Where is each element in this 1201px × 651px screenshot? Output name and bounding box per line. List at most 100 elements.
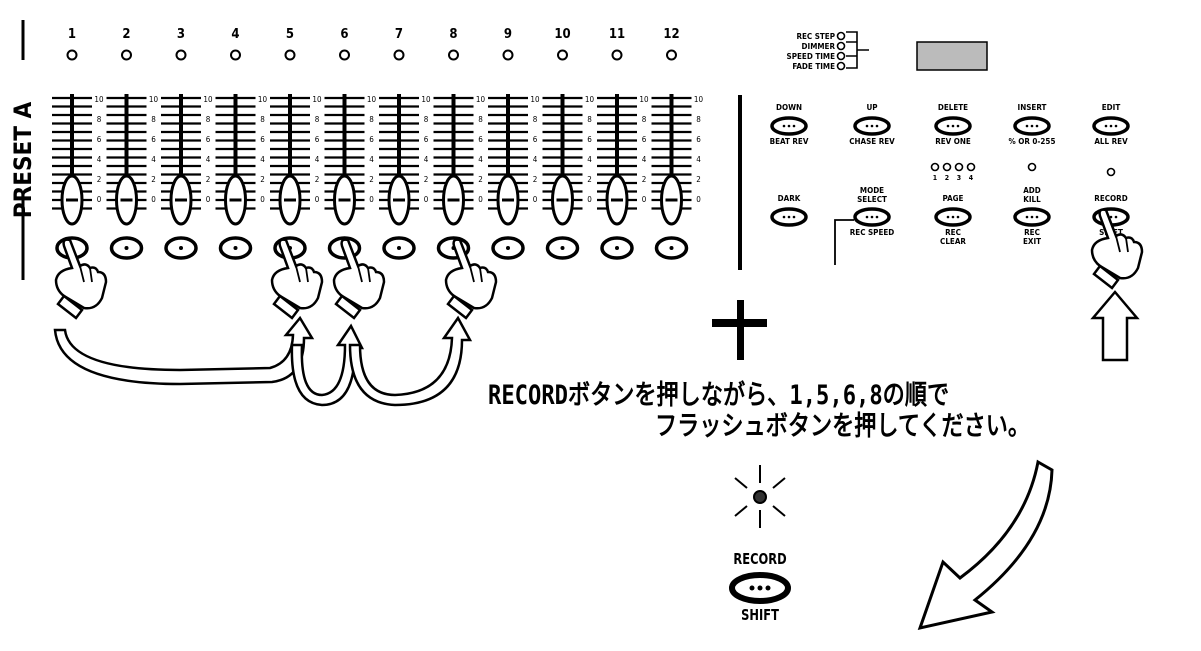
scale-label: 0 xyxy=(260,195,265,204)
scale-label: 10 xyxy=(94,95,104,104)
scale-label: 0 xyxy=(369,195,374,204)
scale-label: 0 xyxy=(97,195,102,204)
scale-label: 8 xyxy=(587,115,592,124)
scale-label: 6 xyxy=(206,135,211,144)
button-top-label: UP xyxy=(866,103,877,112)
fader-number: 11 xyxy=(609,27,625,42)
fader-number: 9 xyxy=(504,27,512,42)
scale-label: 10 xyxy=(149,95,159,104)
display-led-icon xyxy=(836,61,846,71)
scale-label: 2 xyxy=(206,175,211,184)
scale-label: 8 xyxy=(97,115,102,124)
sequence-arrows xyxy=(53,315,473,407)
button-top-label: DARK xyxy=(778,194,801,203)
page-led-number: 4 xyxy=(969,174,974,182)
scale-label: 6 xyxy=(260,135,265,144)
fader-number: 6 xyxy=(340,27,348,42)
scale-label: 2 xyxy=(369,175,374,184)
page-led-icon xyxy=(966,162,976,172)
fader-number: 12 xyxy=(663,27,679,42)
channel-led-icon xyxy=(121,49,132,61)
button-bottom-label: CLEAR xyxy=(940,237,966,246)
fader-number: 4 xyxy=(231,27,239,42)
panel-button-record[interactable]: RECORD SHIFT xyxy=(1092,194,1130,237)
led-glow-icon xyxy=(734,465,786,528)
preset-a-label-graphic: PRESET A xyxy=(9,20,37,280)
page-led-number: 1 xyxy=(933,174,937,182)
scale-label: 10 xyxy=(312,95,322,104)
scale-label: 8 xyxy=(424,115,429,124)
scale-label: 0 xyxy=(478,195,483,204)
result-record-button[interactable]: RECORD SHIFT xyxy=(712,550,808,650)
scale-label: 10 xyxy=(639,95,649,104)
scale-label: 0 xyxy=(642,195,647,204)
scale-label: 10 xyxy=(530,95,540,104)
fader-bank: 1108642021086420310864204108642051086420… xyxy=(52,27,704,260)
button-top-label: RECORD xyxy=(1094,194,1127,203)
panel-button-up[interactable]: UP CHASE REV xyxy=(849,103,895,146)
scale-label: 4 xyxy=(642,155,647,164)
button-bottom-label: REC xyxy=(945,228,961,237)
scale-label: 4 xyxy=(369,155,374,164)
channel-led-icon xyxy=(557,49,568,61)
display-led-label: FADE TIME xyxy=(792,62,835,71)
button-bottom-label: % OR 0-255 xyxy=(1009,137,1056,146)
scale-label: 0 xyxy=(315,195,320,204)
channel-led-icon xyxy=(230,49,241,61)
scale-label: 10 xyxy=(585,95,595,104)
scale-label: 2 xyxy=(424,175,429,184)
display-led-label: DIMMER xyxy=(802,42,836,51)
button-bottom-label: SHIFT xyxy=(1099,228,1123,237)
button-bottom-label: EXIT xyxy=(1023,237,1041,246)
curved-arrow-icon xyxy=(917,459,1054,631)
scale-label: 4 xyxy=(424,155,429,164)
channel-led-icon xyxy=(66,49,78,61)
scale-label: 4 xyxy=(97,155,102,164)
scale-label: 2 xyxy=(478,175,483,184)
panel-button-insert[interactable]: INSERT % OR 0-255 xyxy=(1009,103,1056,146)
scale-label: 2 xyxy=(151,175,156,184)
scale-label: 6 xyxy=(424,135,429,144)
result-button-oval xyxy=(729,572,791,604)
scale-label: 6 xyxy=(315,135,320,144)
button-top-label: EDIT xyxy=(1102,103,1121,112)
display-led-icon xyxy=(836,51,846,61)
scale-label: 4 xyxy=(260,155,265,164)
button-bottom-label: CHASE REV xyxy=(849,137,895,146)
panel-button-edit[interactable]: EDIT ALL REV xyxy=(1092,103,1130,146)
fader-number: 1 xyxy=(68,27,76,42)
scale-label: 6 xyxy=(587,135,592,144)
fader-number: 5 xyxy=(286,27,294,42)
button-bottom-label: ALL REV xyxy=(1094,137,1128,146)
scale-label: 6 xyxy=(696,135,701,144)
display-led-label: REC STEP xyxy=(796,32,835,41)
page-led-icon xyxy=(930,162,940,172)
panel-button-dark[interactable]: DARK xyxy=(770,194,808,227)
scale-label: 4 xyxy=(478,155,483,164)
scale-label: 10 xyxy=(258,95,268,104)
button-bottom-label: REC xyxy=(1024,228,1040,237)
button-top-label: INSERT xyxy=(1018,103,1047,112)
preset-a-text: PRESET A xyxy=(9,101,37,218)
button-bottom-label: REV ONE xyxy=(935,137,971,146)
scale-label: 8 xyxy=(206,115,211,124)
scale-label: 8 xyxy=(369,115,374,124)
instruction-line-2: フラッシュボタンを押してください。 xyxy=(655,411,1031,442)
